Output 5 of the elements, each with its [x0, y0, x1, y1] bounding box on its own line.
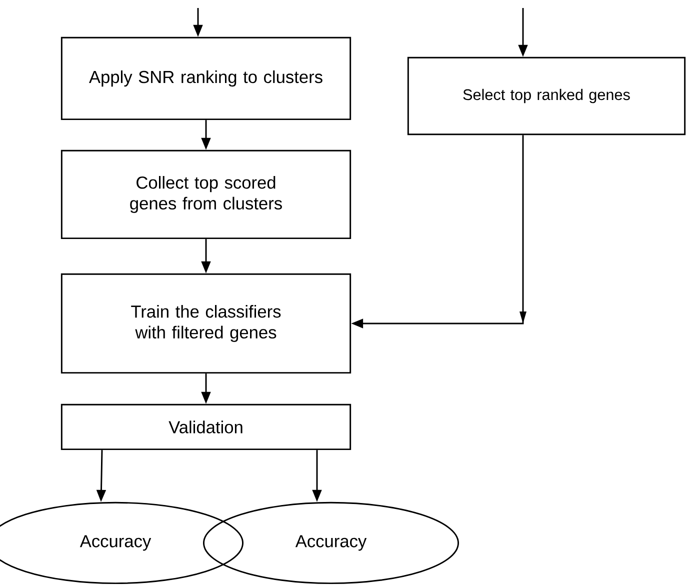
- process-box: Select top ranked genes: [407, 56, 686, 136]
- process-box: Collect top scored genes from clusters: [60, 150, 352, 240]
- process-box: Train the classifiers with filtered genes: [60, 273, 352, 374]
- process-box: Validation: [60, 404, 352, 450]
- process-box: Apply SNR ranking to clusters: [60, 36, 352, 120]
